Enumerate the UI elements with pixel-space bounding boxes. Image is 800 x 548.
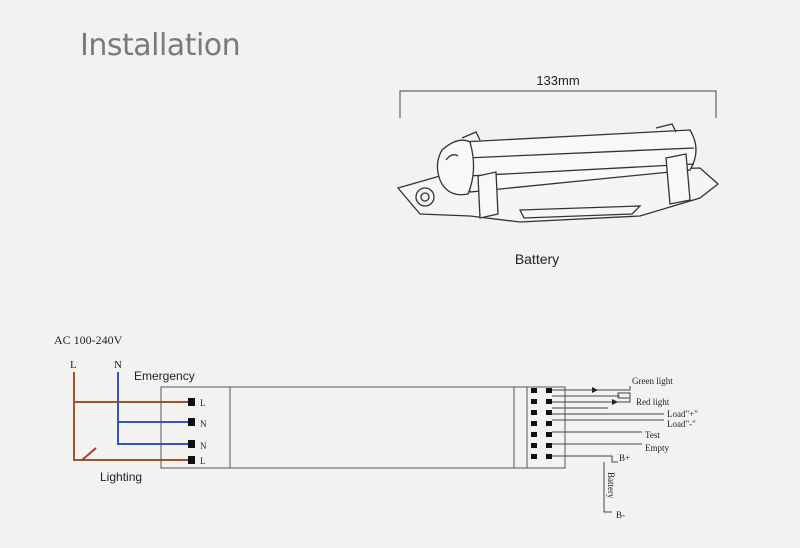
supply-label: AC 100-240V <box>54 333 123 347</box>
neutral-label: N <box>114 359 122 371</box>
terminal-label-3: N <box>200 441 207 451</box>
neutral-wires <box>117 372 190 445</box>
battery-illustration <box>396 123 720 223</box>
battery-figure: 133mm Battery <box>396 73 720 267</box>
output-wires <box>552 386 664 513</box>
battery-caption: Battery <box>515 251 559 267</box>
terminal-label-4: L <box>200 456 206 466</box>
terminal-label-2: N <box>200 419 207 429</box>
input-terminals: L N N L <box>188 398 207 466</box>
line-wires <box>73 372 190 461</box>
line-label: L <box>70 359 77 371</box>
label-green-light: Green light <box>632 376 673 386</box>
page-title: Installation <box>80 28 241 63</box>
label-battery-plus: B+ <box>619 453 630 463</box>
label-battery: Battery <box>606 472 616 499</box>
output-terminals <box>531 388 552 459</box>
wiring-diagram: AC 100-240V L N Emergency Lighting L N <box>54 333 698 520</box>
output-labels: Green light Red light Load"+" Load"-" Te… <box>606 376 698 520</box>
label-empty: Empty <box>645 443 669 453</box>
dimension-label: 133mm <box>536 73 579 88</box>
lighting-label: Lighting <box>100 470 142 484</box>
label-battery-minus: B- <box>616 510 625 520</box>
terminal-label-1: L <box>200 398 206 408</box>
label-load-minus: Load"-" <box>667 419 696 429</box>
label-red-light: Red light <box>636 397 670 407</box>
label-load-plus: Load"+" <box>667 409 698 419</box>
emergency-label: Emergency <box>134 369 195 383</box>
dimension-bracket <box>399 90 717 118</box>
led-symbols <box>592 387 618 405</box>
driver-box <box>160 386 566 469</box>
label-test: Test <box>645 430 660 440</box>
